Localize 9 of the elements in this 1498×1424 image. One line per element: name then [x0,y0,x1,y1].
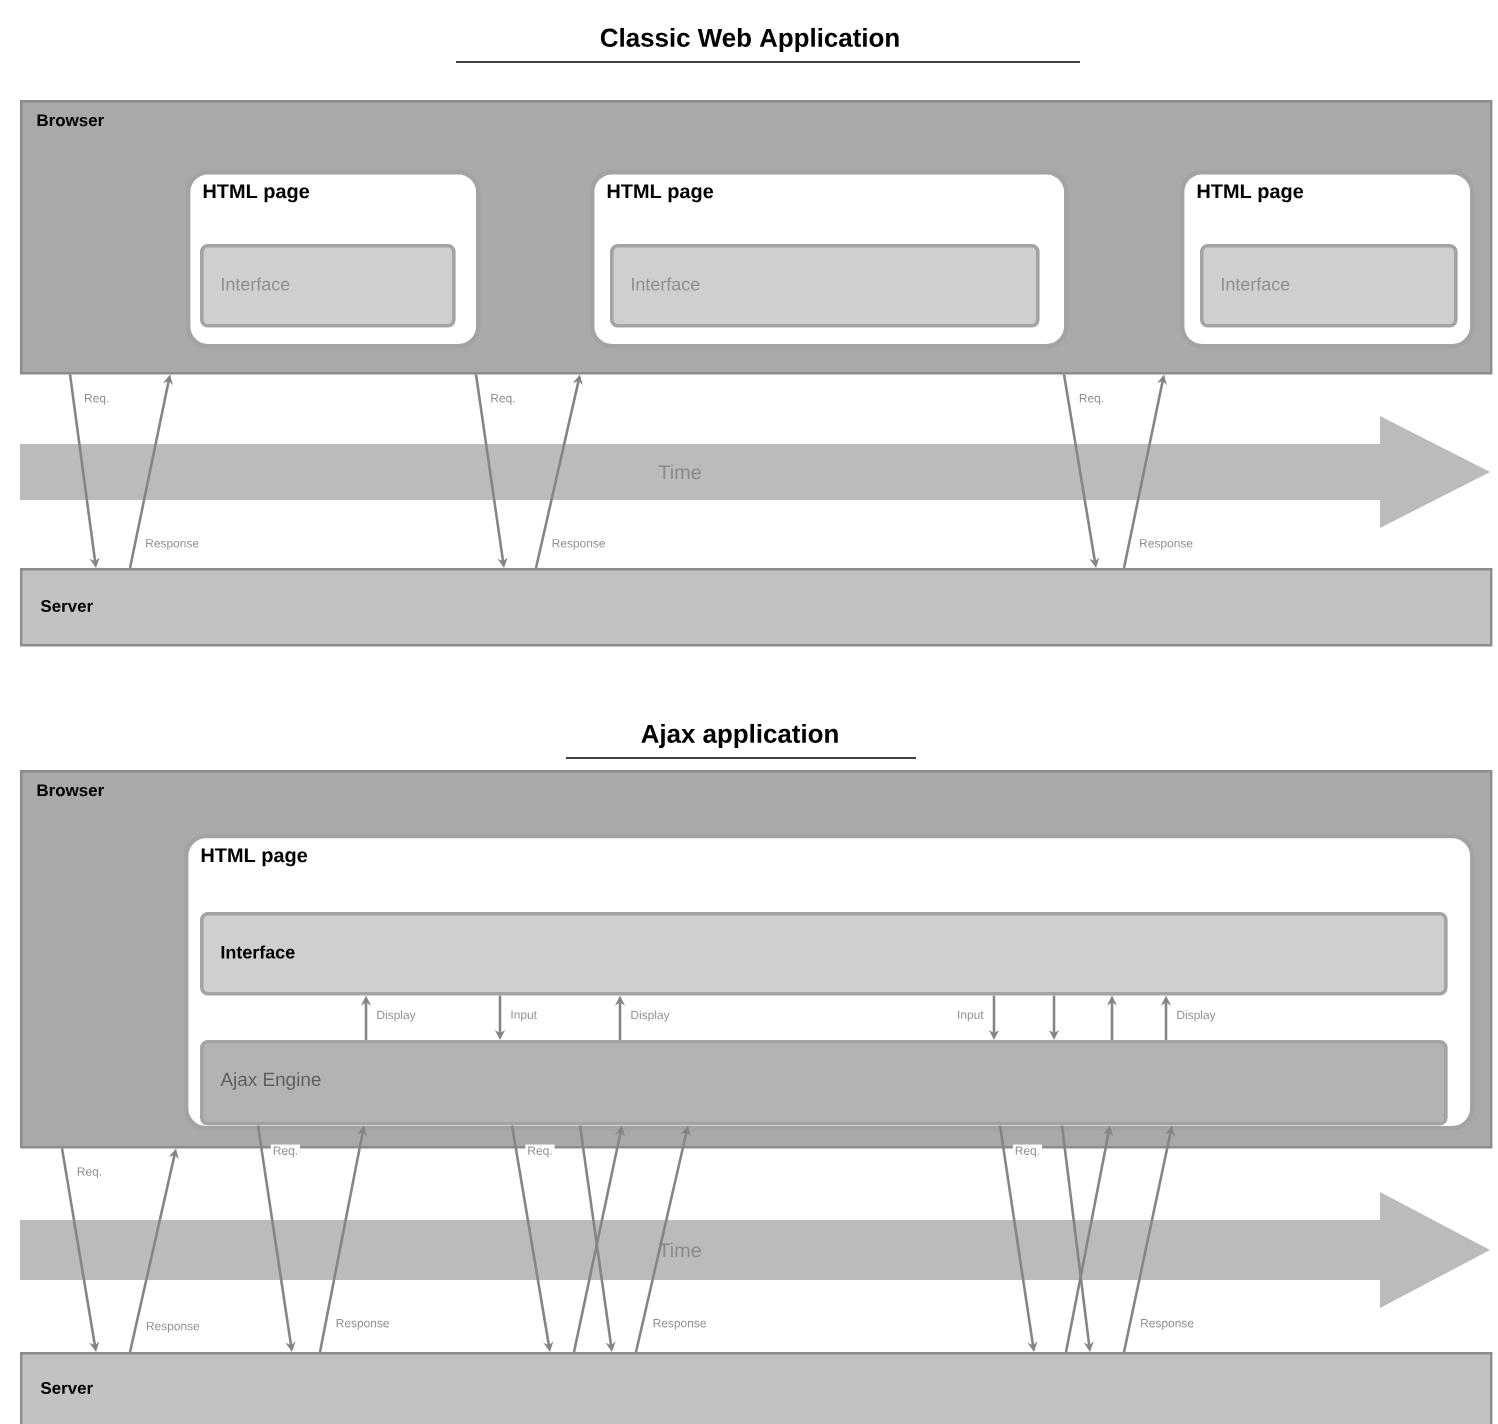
server-bar: Server [20,568,1493,647]
section-heading: Classic Web Application [455,27,1081,63]
section-heading: Ajax application [565,723,917,759]
interface-box: Interface [610,244,1040,328]
interface-box: Interface [200,912,1448,996]
server-bar: Server [20,1352,1493,1424]
interface-box: Interface [1200,244,1458,328]
interface-box: Interface [200,244,456,328]
engine-box: Ajax Engine [200,1040,1448,1126]
